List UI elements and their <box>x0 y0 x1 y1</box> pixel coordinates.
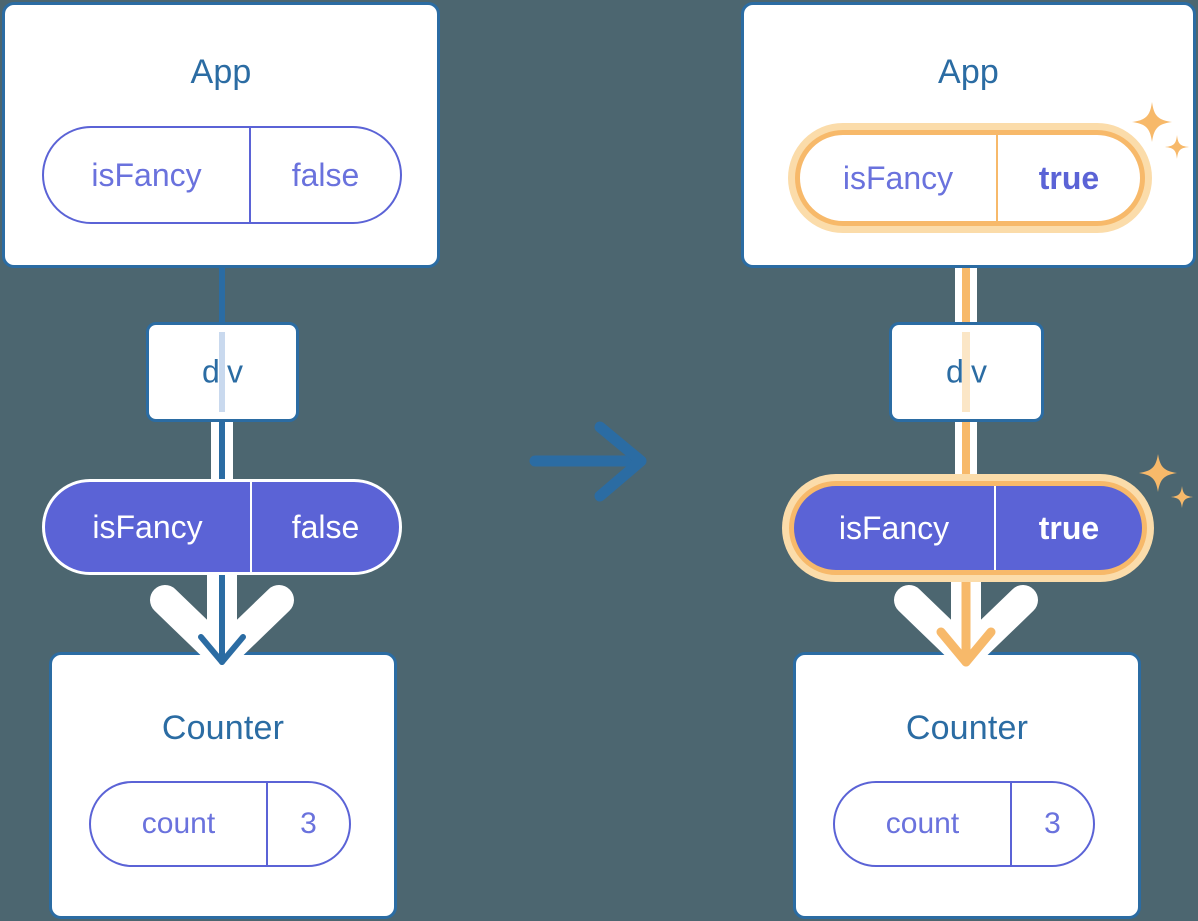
after-counter-state-value: 3 <box>1010 783 1093 865</box>
after-app-state-key: isFancy <box>842 159 954 196</box>
before-counter-state-key: count <box>141 807 216 840</box>
before-app-state-pill[interactable]: isFancy false <box>42 126 402 224</box>
after-app-title: App <box>937 53 1000 91</box>
after-app-state-pill[interactable]: isFancy true <box>795 130 1145 226</box>
before-prop-arrow <box>198 562 246 665</box>
before-prop-pill[interactable]: isFancy false <box>42 479 402 575</box>
after-counter-state-pill[interactable]: count 3 <box>833 781 1095 867</box>
after-prop-value: true <box>994 486 1142 570</box>
before-prop-key: isFancy <box>92 508 203 545</box>
after-prop-key: isFancy <box>838 509 950 546</box>
after-counter-title: Counter <box>905 709 1029 747</box>
before-prop-value: false <box>250 482 399 572</box>
before-app-state-value: false <box>249 128 400 222</box>
after-app-state-value: true <box>996 135 1140 221</box>
after-counter-state-key: count <box>885 807 960 840</box>
before-counter-title: Counter <box>161 709 285 747</box>
before-app-state-key: isFancy <box>91 156 202 193</box>
after-prop-arrow <box>936 557 996 667</box>
right-arrow-icon <box>529 421 647 502</box>
before-counter-state-pill[interactable]: count 3 <box>89 781 351 867</box>
before-app-title: App <box>190 53 252 91</box>
before-counter-state-value: 3 <box>266 783 349 865</box>
after-prop-pill[interactable]: isFancy true <box>789 481 1147 575</box>
